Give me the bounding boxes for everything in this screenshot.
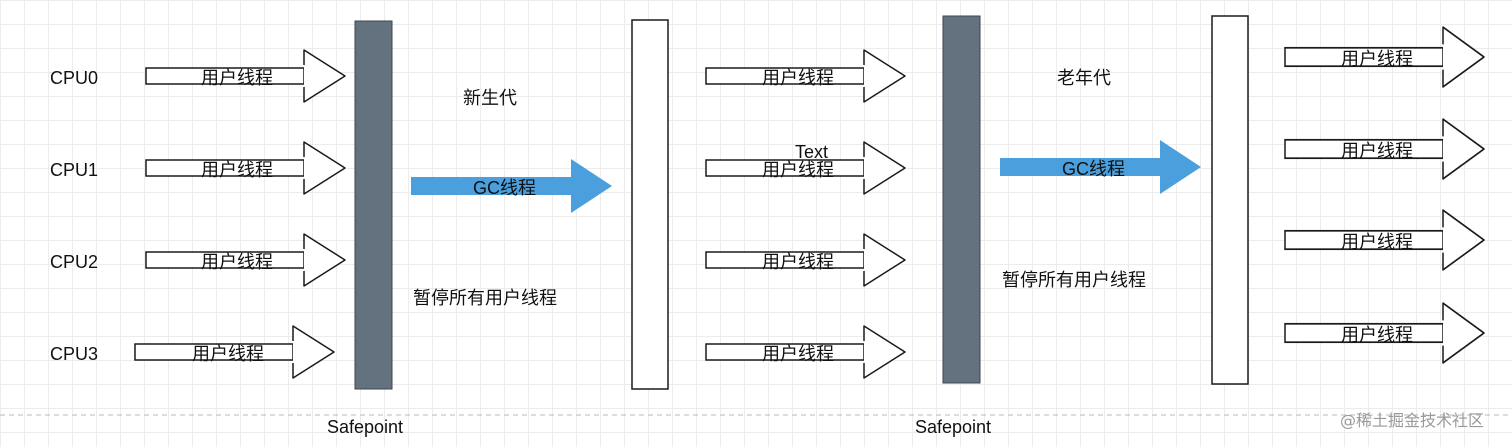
user-thread-label: 用户线程 [1341,232,1413,252]
user-thread-label: 用户线程 [1341,325,1413,345]
safepoint-label: Safepoint [327,417,403,437]
user-thread-label: 用户线程 [762,252,834,272]
phase-bar-2 [1211,15,1249,385]
text-placeholder-label: Text [795,142,828,162]
user-thread-label: 用户线程 [762,160,834,180]
gc-thread-arrow [411,159,612,213]
safepoint-bar-1 [354,20,393,390]
pause-all-label: 暂停所有用户线程 [413,288,557,308]
user-thread-label: 用户线程 [201,252,273,272]
cpu-label-0: CPU0 [50,68,98,88]
user-thread-label: 用户线程 [762,68,834,88]
phase-bar-1 [631,19,669,390]
user-thread-label: 用户线程 [201,160,273,180]
user-thread-label: 用户线程 [1341,141,1413,161]
watermark-text: @稀土掘金技术社区 [1340,411,1484,430]
cpu-label-1: CPU1 [50,160,98,180]
gc-thread-label: GC线程 [473,178,536,198]
user-thread-label: 用户线程 [201,68,273,88]
pause-all-label: 暂停所有用户线程 [1002,270,1146,290]
safepoint-bar-2 [942,15,981,384]
user-thread-label: 用户线程 [1341,49,1413,69]
safepoint-label: Safepoint [915,417,991,437]
user-thread-label: 用户线程 [762,344,834,364]
user-thread-label: 用户线程 [192,344,264,364]
cpu-label-3: CPU3 [50,344,98,364]
gc-thread-label: GC线程 [1062,159,1125,179]
young-generation-label: 新生代 [463,88,517,108]
gc-thread-arrow [1000,140,1201,194]
cpu-label-2: CPU2 [50,252,98,272]
old-generation-label: 老年代 [1057,68,1111,88]
